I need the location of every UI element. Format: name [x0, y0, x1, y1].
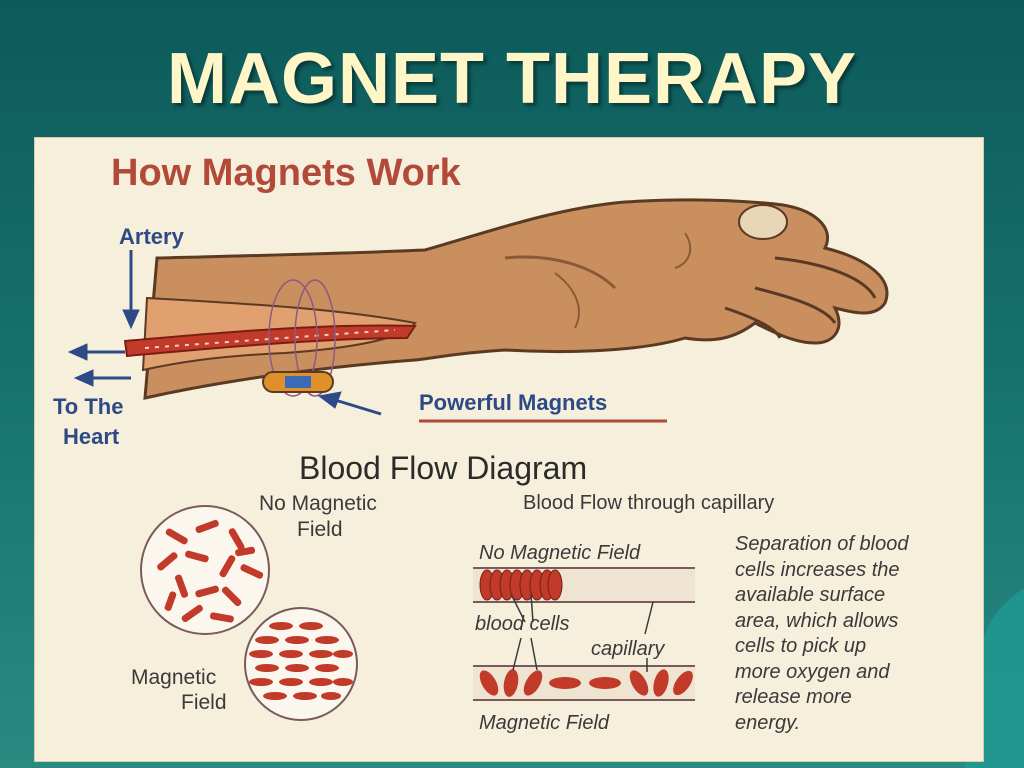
- description-line: area, which allows: [735, 609, 899, 632]
- arm-illustration: [123, 198, 889, 400]
- description-line: Separation of blood: [735, 533, 909, 555]
- magnetic-field-label-line1: Magnetic: [131, 666, 217, 689]
- description-line: energy.: [735, 711, 801, 734]
- how-magnets-work-heading: How Magnets Work: [111, 152, 461, 194]
- description-line: available surface: [735, 584, 886, 606]
- no-magnetic-field-label-line2: Field: [297, 518, 343, 541]
- arrows: [67, 250, 382, 416]
- slide-title: MAGNET THERAPY: [166, 39, 858, 119]
- capillary-field-label: Magnetic Field: [479, 712, 610, 734]
- to-heart-label-line2: Heart: [63, 424, 120, 449]
- no-field-cells: [140, 505, 270, 635]
- artery-label: Artery: [119, 224, 184, 249]
- description-line: release more: [735, 686, 852, 708]
- blood-flow-diagram-title: Blood Flow Diagram: [299, 450, 588, 486]
- capillary-flow-title: Blood Flow through capillary: [523, 492, 775, 514]
- no-magnetic-field-label-line1: No Magnetic: [259, 492, 377, 515]
- description-line: cells increases the: [735, 558, 900, 581]
- diagram-artwork: [67, 198, 889, 721]
- capillary-no-field-label: No Magnetic Field: [479, 542, 641, 564]
- diagram-panel: How Magnets Work Artery To The Heart Pow…: [34, 137, 984, 762]
- blood-cells-label: blood cells: [475, 613, 570, 635]
- description-line: more oxygen and: [735, 660, 890, 683]
- thumbnail: [738, 204, 788, 240]
- to-heart-label-line1: To The: [53, 394, 124, 419]
- powerful-magnets-label: Powerful Magnets: [419, 390, 608, 415]
- decorative-wave: [964, 588, 1024, 768]
- capillary-field: [473, 637, 695, 701]
- magnetic-field-label-line2: Field: [181, 691, 227, 714]
- separation-description: Separation of blood cells increases the …: [735, 532, 975, 736]
- capillary-no-field: [473, 567, 695, 635]
- field-cells: [244, 607, 358, 721]
- description-line: cells to pick up: [735, 635, 867, 657]
- capillary-label: capillary: [591, 638, 665, 660]
